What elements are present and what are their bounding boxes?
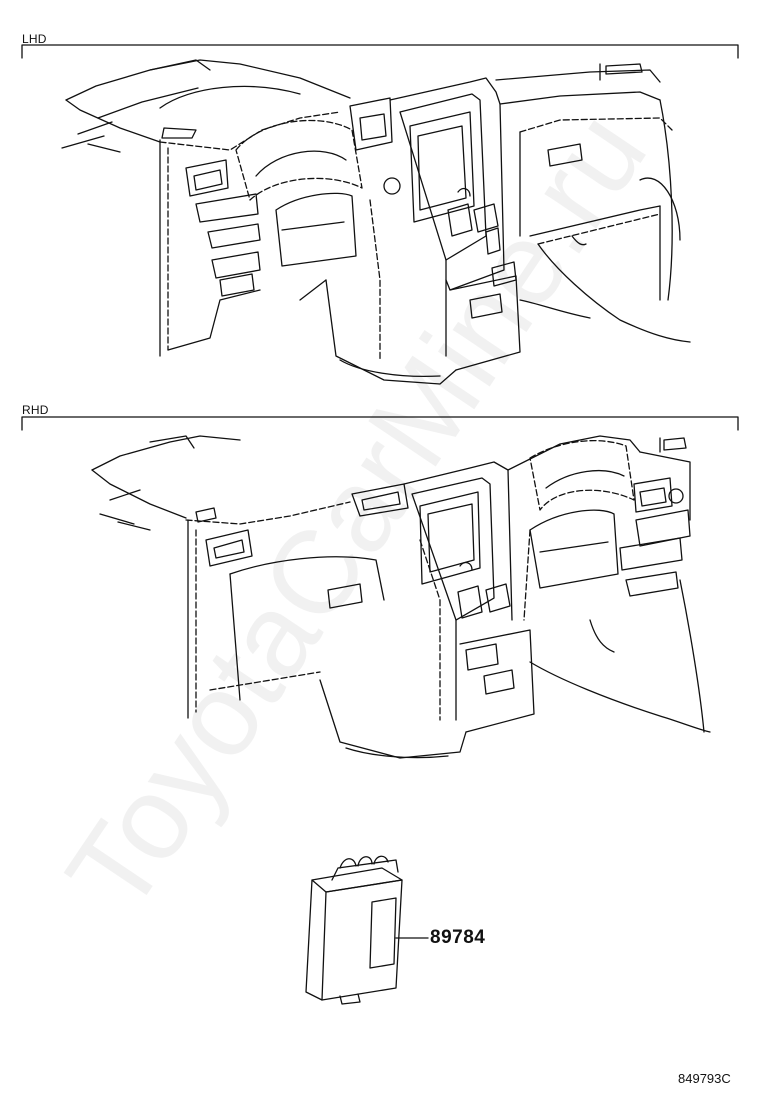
rhd-dashboard-drawing bbox=[91, 435, 711, 759]
illustration-number: 849793C bbox=[678, 1071, 731, 1086]
lhd-dashboard-drawing bbox=[61, 59, 691, 385]
part-number-label: 89784 bbox=[430, 927, 486, 948]
section-bracket-lhd bbox=[21, 44, 739, 59]
section-label-rhd: RHD bbox=[22, 403, 49, 417]
ecu-89784-drawing bbox=[305, 855, 429, 1005]
section-bracket-rhd bbox=[21, 416, 739, 431]
section-label-lhd: LHD bbox=[22, 32, 47, 46]
